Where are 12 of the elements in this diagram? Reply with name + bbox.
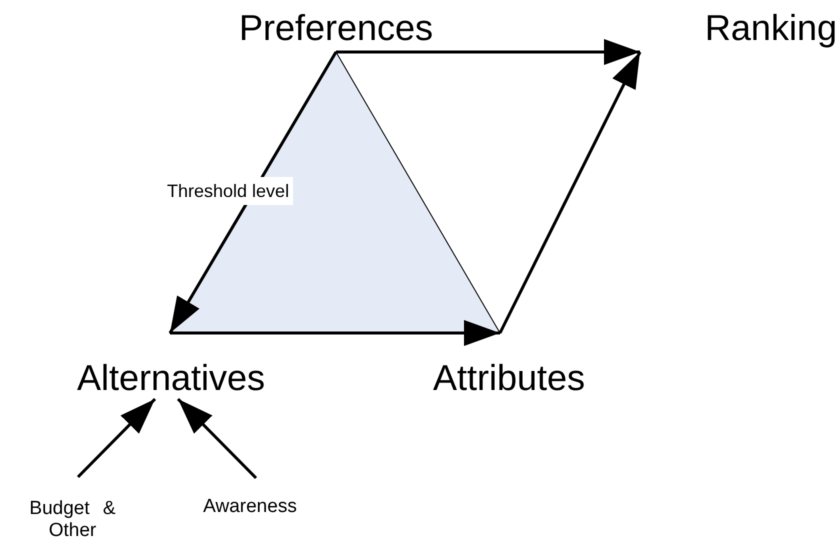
arrow — [498, 51, 642, 334]
arrow — [76, 398, 156, 478]
arrow — [336, 39, 640, 65]
node-label: Ranking — [704, 8, 837, 48]
node-label: Preferences — [238, 8, 434, 48]
node-label: Awareness — [203, 496, 297, 518]
node-label: Alternatives — [76, 358, 266, 398]
node-label: Attributes — [432, 358, 586, 398]
arrow — [176, 398, 258, 480]
arrow — [170, 320, 500, 346]
arrow — [168, 51, 338, 334]
node-label: Budget & Other — [28, 498, 117, 542]
